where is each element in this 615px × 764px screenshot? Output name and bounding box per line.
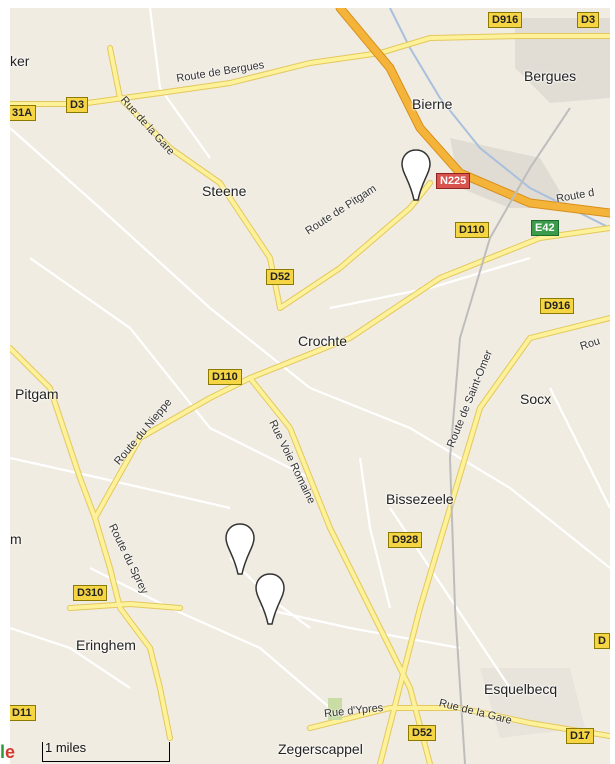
map-base-layer xyxy=(10,8,610,764)
place-crochte: Crochte xyxy=(298,333,348,349)
scale-label: 1 miles xyxy=(45,740,87,755)
map-pin-icon-southwest-2[interactable] xyxy=(252,572,288,626)
map-pin-icon-southwest-1[interactable] xyxy=(222,522,258,576)
urban-area-bergues xyxy=(515,18,610,103)
shield-d110-west: D110 xyxy=(208,369,242,385)
shield-d3-left: D3 xyxy=(66,97,89,113)
shield-d11: D11 xyxy=(10,705,36,721)
shield-d52-bottom: D52 xyxy=(408,725,437,741)
scale-tick-right xyxy=(169,742,170,762)
shield-d916-mid: D916 xyxy=(540,298,575,314)
place-eringhem: Eringhem xyxy=(76,637,136,653)
shield-d-partial: D xyxy=(594,633,610,649)
major-roads xyxy=(10,34,610,764)
place-esquelbecq: Esquelbecq xyxy=(484,681,558,697)
shield-d310: D310 xyxy=(73,585,108,601)
map-scale: 1 miles xyxy=(6,732,186,762)
map-pin-icon-north[interactable] xyxy=(398,148,434,202)
canal xyxy=(389,8,610,229)
scale-tick-left xyxy=(42,742,43,762)
shield-d110-east: D110 xyxy=(455,222,489,238)
place-bergues: Bergues xyxy=(524,68,577,84)
place-bissezeele: Bissezeele xyxy=(386,491,454,507)
place-pitgam: Pitgam xyxy=(15,386,59,402)
green-field xyxy=(328,698,342,720)
scale-bar xyxy=(42,761,170,762)
shield-31a: 31A xyxy=(10,105,37,121)
railway xyxy=(448,107,571,764)
map-canvas[interactable]: Bergues Bierne Steene Crochte Pitgam Soc… xyxy=(10,8,610,764)
shield-d3-top: D3 xyxy=(577,12,600,28)
place-partial-top-left: ker xyxy=(10,53,30,69)
shield-n225: N225 xyxy=(436,173,471,189)
shield-d52-mid: D52 xyxy=(266,269,295,285)
place-partial-mid-left: m xyxy=(10,531,22,547)
place-zegerscappel: Zegerscappel xyxy=(278,741,363,757)
motorway xyxy=(335,8,610,218)
shield-d916-top: D916 xyxy=(488,12,523,28)
place-bierne: Bierne xyxy=(412,96,453,112)
shield-e42: E42 xyxy=(531,220,559,236)
shield-d928: D928 xyxy=(388,532,423,548)
place-socx: Socx xyxy=(520,391,552,407)
place-steene: Steene xyxy=(202,183,247,199)
shield-d17: D17 xyxy=(566,728,595,744)
google-logo-fragment[interactable]: le xyxy=(0,742,16,762)
